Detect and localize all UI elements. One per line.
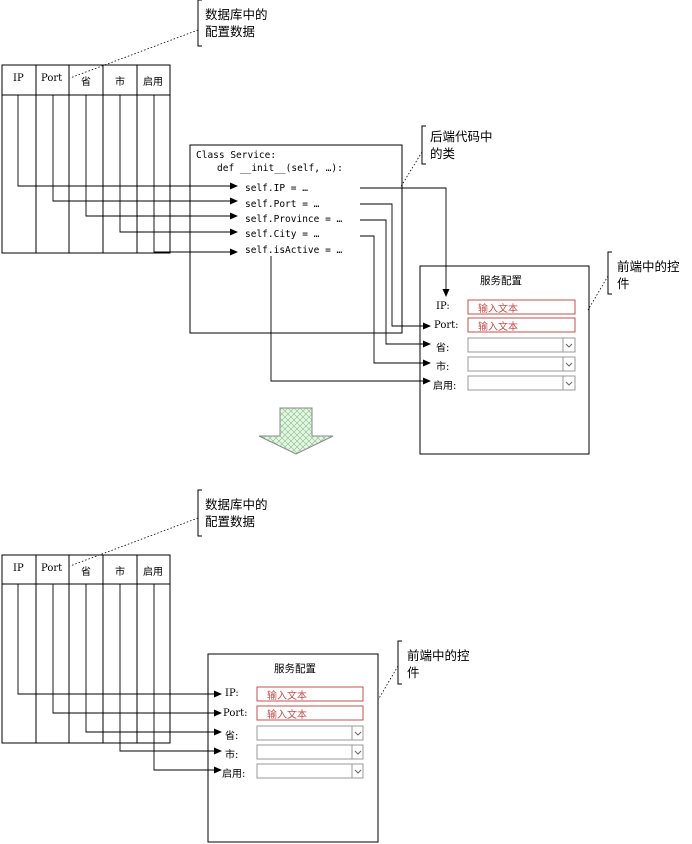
- form-label-port-top: Port:: [434, 320, 459, 331]
- db-col-city-top: 市: [115, 77, 125, 88]
- province-select-bottom[interactable]: [257, 726, 363, 740]
- db-col-province-top: 省: [81, 77, 91, 88]
- form-label-province-bottom: 省:: [225, 731, 239, 742]
- db-callout-bottom-line1: 数据库中的: [205, 497, 268, 512]
- ui-callout-top-line1: 前端中的控: [617, 259, 680, 274]
- db-col-ip-top: IP: [13, 73, 24, 84]
- ip-text-input-top[interactable]: 输入文本: [478, 304, 518, 315]
- city-select-top[interactable]: [468, 357, 575, 371]
- db-col-enabled-top: 启用: [143, 77, 163, 88]
- code-assign-city: self.City = …: [245, 229, 320, 240]
- province-select-top[interactable]: [468, 338, 575, 352]
- ip-text-input-bottom[interactable]: 输入文本: [267, 691, 307, 702]
- db-col-enabled-bottom: 启用: [143, 567, 163, 578]
- code-assign-isactive: self.isActive = …: [245, 245, 343, 256]
- db-callout-top: [69, 0, 202, 79]
- form-label-city-bottom: 市:: [225, 750, 239, 761]
- port-text-input-top[interactable]: 输入文本: [478, 322, 518, 333]
- form-label-ip-top: IP:: [436, 301, 450, 312]
- form-fields-bottom: [256, 686, 364, 779]
- db-callout-top-line1: 数据库中的: [205, 7, 268, 22]
- form-label-enabled-top: 启用:: [433, 381, 457, 392]
- db-to-class-connectors: [17, 95, 238, 256]
- ui-callout-bottom-line2: 件: [407, 665, 420, 680]
- db-col-port-bottom: Port: [41, 563, 63, 574]
- db-col-province-bottom: 省: [81, 567, 91, 578]
- db-col-city-bottom: 市: [115, 567, 125, 578]
- ui-callout-top-line2: 件: [617, 276, 630, 291]
- db-callout-bottom-line2: 配置数据: [205, 514, 256, 529]
- code-assign-port: self.Port = …: [245, 199, 320, 210]
- form-panel-bottom: [207, 653, 379, 843]
- db-col-ip-bottom: IP: [13, 563, 24, 574]
- port-text-input-bottom[interactable]: 输入文本: [267, 710, 307, 721]
- ui-callout-bottom-line1: 前端中的控: [407, 648, 470, 663]
- code-assign-province: self.Province = …: [245, 214, 343, 225]
- enabled-select-top[interactable]: [468, 376, 575, 390]
- db-to-form-connectors: [17, 584, 222, 774]
- ui-callout-top: [587, 251, 612, 311]
- form-label-city-top: 市:: [436, 362, 450, 373]
- form-label-enabled-bottom: 启用:: [222, 769, 246, 780]
- form-label-province-top: 省:: [436, 343, 450, 354]
- form-label-port-bottom: Port:: [223, 708, 248, 719]
- class-box: [189, 144, 403, 334]
- db-callout-top-line2: 配置数据: [205, 24, 256, 39]
- enabled-select-bottom[interactable]: [257, 764, 363, 778]
- form-label-ip-bottom: IP:: [225, 688, 239, 699]
- code-init-line: def __init__(self, …):: [217, 163, 343, 174]
- form-panel-top: [419, 265, 590, 455]
- city-select-bottom[interactable]: [257, 745, 363, 759]
- form-title-top: 服务配置: [480, 275, 522, 287]
- ui-callout-bottom: [377, 640, 402, 701]
- class-callout: [399, 125, 426, 189]
- class-to-form-connectors: [270, 187, 450, 385]
- class-callout-line2: 的类: [430, 146, 456, 161]
- db-col-port-top: Port: [41, 73, 63, 84]
- code-assign-ip: self.IP = …: [245, 183, 308, 194]
- db-table-top: [1, 64, 171, 254]
- db-callout-bottom: [69, 489, 202, 567]
- class-callout-line1: 后端代码中: [430, 129, 493, 144]
- down-arrow: [258, 407, 334, 455]
- form-fields-top: [467, 299, 576, 391]
- form-title-bottom: 服务配置: [274, 663, 316, 675]
- code-class-line: Class Service:: [196, 150, 277, 161]
